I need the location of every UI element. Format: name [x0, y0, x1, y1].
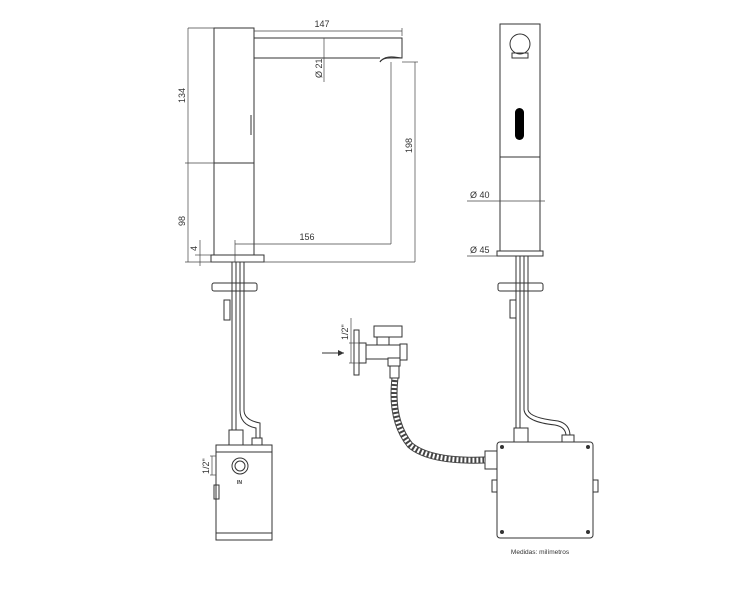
sensor-eye [509, 33, 531, 55]
dim-198: 198 [404, 138, 414, 153]
dim-147: 147 [314, 19, 329, 29]
angle-valve-assembly: 1/2" [322, 318, 486, 464]
dim-156: 156 [299, 232, 314, 242]
inlet-port [231, 457, 249, 475]
dim-half-inch-valve: 1/2" [340, 324, 350, 340]
dim-98: 98 [177, 216, 187, 226]
base-plate [210, 254, 265, 263]
mounting-nut [211, 282, 258, 292]
valve-handle [373, 325, 403, 338]
dim-d40: Ø 40 [470, 190, 490, 200]
control-box-front [496, 441, 594, 539]
faucet-body [213, 27, 255, 256]
control-box-side [215, 444, 273, 541]
box-inlet-fitting [484, 450, 498, 470]
dim-half-inch-box: 1/2" [201, 458, 211, 474]
units-note: Medidas: milímetros [511, 549, 570, 556]
dim-d21: Ø 21 [314, 58, 324, 78]
front-view: Ø 40 Ø 45 [467, 23, 599, 539]
sensor-window [515, 108, 524, 140]
dim-4: 4 [189, 246, 199, 251]
wall-flange [353, 329, 360, 376]
valve-body [365, 344, 403, 360]
side-view: 147 Ø 21 134 98 4 156 198 [177, 19, 418, 541]
box-connector [228, 429, 244, 446]
dim-d45: Ø 45 [470, 245, 490, 255]
dim-134: 134 [177, 88, 187, 103]
front-base-plate [496, 250, 544, 257]
spout [254, 37, 403, 63]
inlet-label: IN [237, 480, 242, 486]
